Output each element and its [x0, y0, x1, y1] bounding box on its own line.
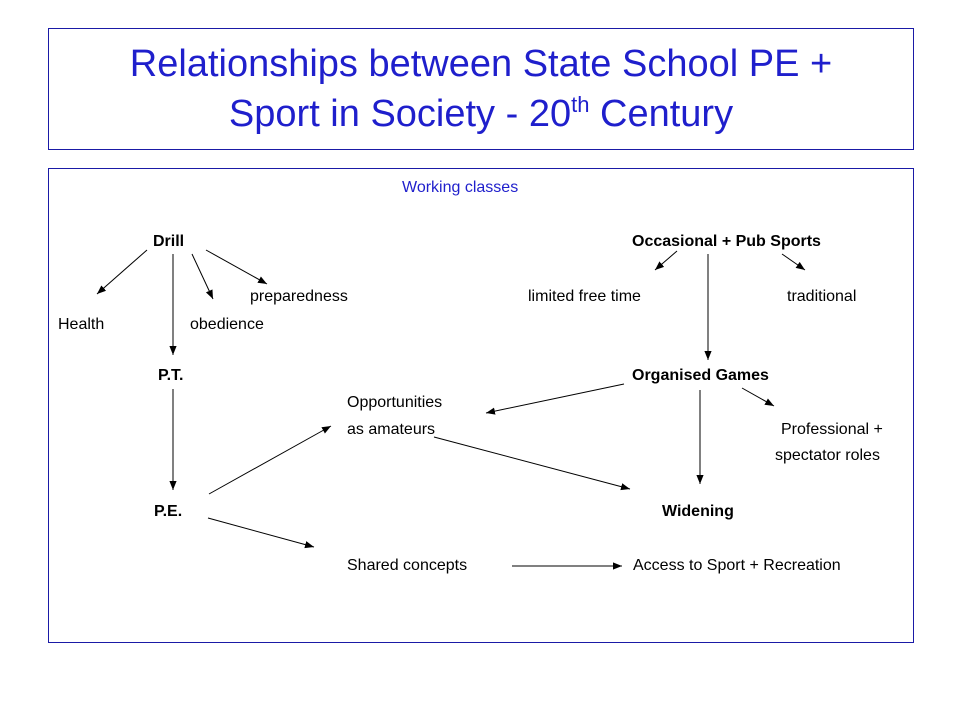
- node-health: Health: [58, 316, 105, 333]
- node-organised-games: Organised Games: [632, 367, 769, 384]
- node-pt: P.T.: [158, 367, 184, 384]
- node-occasional-pub-sports: Occasional + Pub Sports: [632, 233, 821, 250]
- title-line-2: Sport in Society - 20th Century: [49, 91, 913, 137]
- title-line-2-end: Century: [589, 93, 734, 135]
- node-widening: Widening: [662, 503, 734, 520]
- node-spectator-roles: spectator roles: [775, 447, 880, 464]
- node-drill: Drill: [153, 233, 185, 250]
- title-line-1: Relationships between State School PE +: [129, 43, 833, 85]
- title-line-2-text: Sport in Society - 20: [228, 93, 572, 135]
- title-box: Relationships between State School PE + …: [48, 28, 914, 150]
- node-preparedness: preparedness: [250, 288, 348, 305]
- node-limited-free-time: limited free time: [528, 288, 641, 305]
- node-pe: P.E.: [154, 503, 183, 520]
- node-access: Access to Sport + Recreation: [633, 557, 841, 574]
- node-shared-concepts: Shared concepts: [347, 557, 468, 574]
- node-obedience: obedience: [190, 316, 264, 333]
- node-as-amateurs: as amateurs: [347, 421, 436, 438]
- node-traditional: traditional: [787, 288, 857, 305]
- title-superscript: th: [571, 92, 590, 117]
- node-professional: Professional +: [781, 421, 883, 438]
- node-working-classes: Working classes: [402, 179, 519, 196]
- node-opportunities: Opportunities: [347, 394, 443, 411]
